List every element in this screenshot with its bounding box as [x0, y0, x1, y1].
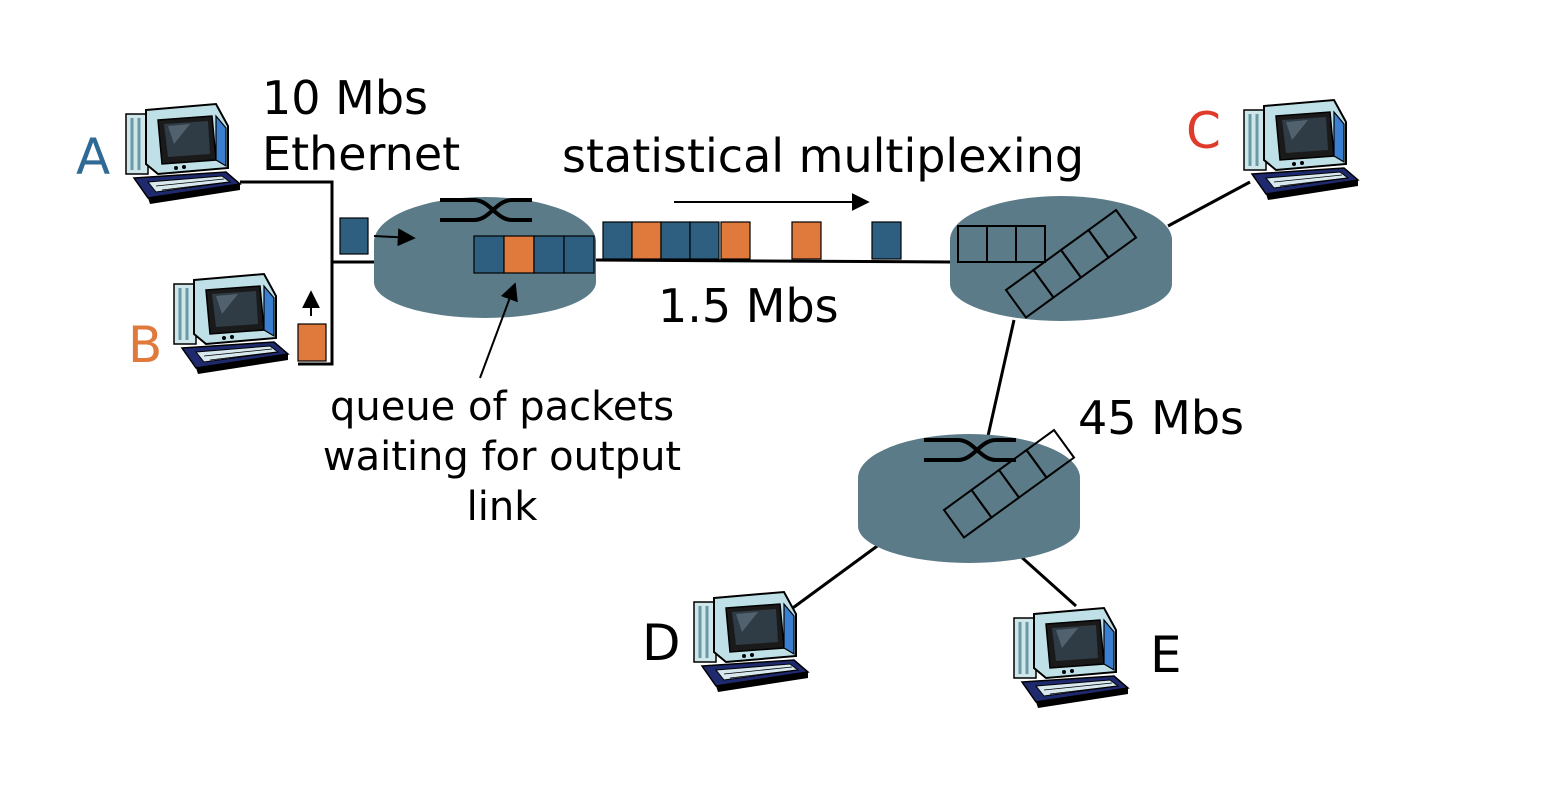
- queue-caption-line-2: waiting for output: [323, 434, 681, 480]
- queue-caption-line-1: queue of packets: [330, 384, 674, 430]
- router-1-queue: [473, 235, 595, 274]
- multiplexing-label: statistical multiplexing: [562, 129, 1084, 183]
- packets-on-link: [602, 221, 902, 260]
- link-to-c: [1167, 180, 1251, 228]
- packet-b: [631, 221, 662, 260]
- link-to-d: [789, 542, 881, 612]
- queued-packet: [533, 235, 565, 274]
- computer-icon-d[interactable]: [692, 590, 810, 694]
- computer-icon-e[interactable]: [1012, 606, 1130, 710]
- router-3-queue: [942, 428, 1076, 539]
- queue-caption-line-3: link: [467, 484, 539, 530]
- computer-icon-c[interactable]: [1242, 98, 1360, 202]
- link-a-type: Ethernet: [262, 127, 460, 181]
- link-to-e: [1016, 552, 1078, 608]
- core-link: [986, 319, 1016, 437]
- router-2-queue-diagonal: [1004, 208, 1138, 319]
- packet-a: [602, 221, 633, 260]
- host-label-a: A: [76, 128, 110, 186]
- packet-from-a: [339, 217, 369, 255]
- host-label-d: D: [642, 614, 681, 672]
- queue-pointer-arrow: [479, 282, 518, 379]
- queued-packet: [473, 235, 505, 274]
- packet-b: [720, 221, 751, 260]
- router-2[interactable]: [950, 196, 1172, 321]
- host-label-c: C: [1186, 102, 1221, 160]
- packet-a: [689, 221, 720, 260]
- computer-icon-b[interactable]: [172, 272, 290, 376]
- ethernet-link-a: [240, 180, 334, 366]
- core-speed: 45 Mbs: [1078, 391, 1244, 445]
- computer-icon-a[interactable]: [124, 102, 242, 206]
- queued-packet: [503, 235, 535, 274]
- link-a-speed: 10 Mbs: [262, 71, 428, 125]
- queued-packet: [563, 235, 595, 274]
- bottleneck-link: [595, 258, 951, 264]
- packet-from-b: [297, 323, 327, 362]
- router-3[interactable]: [858, 434, 1080, 563]
- packet-a: [660, 221, 691, 260]
- packet-a: [871, 221, 902, 260]
- bottleneck-speed: 1.5 Mbs: [658, 279, 839, 333]
- arrow-from-a: [373, 228, 416, 247]
- packet-b: [791, 221, 822, 260]
- host-label-e: E: [1150, 626, 1182, 684]
- router-2-queue: [957, 225, 1046, 263]
- host-label-b: B: [128, 316, 162, 374]
